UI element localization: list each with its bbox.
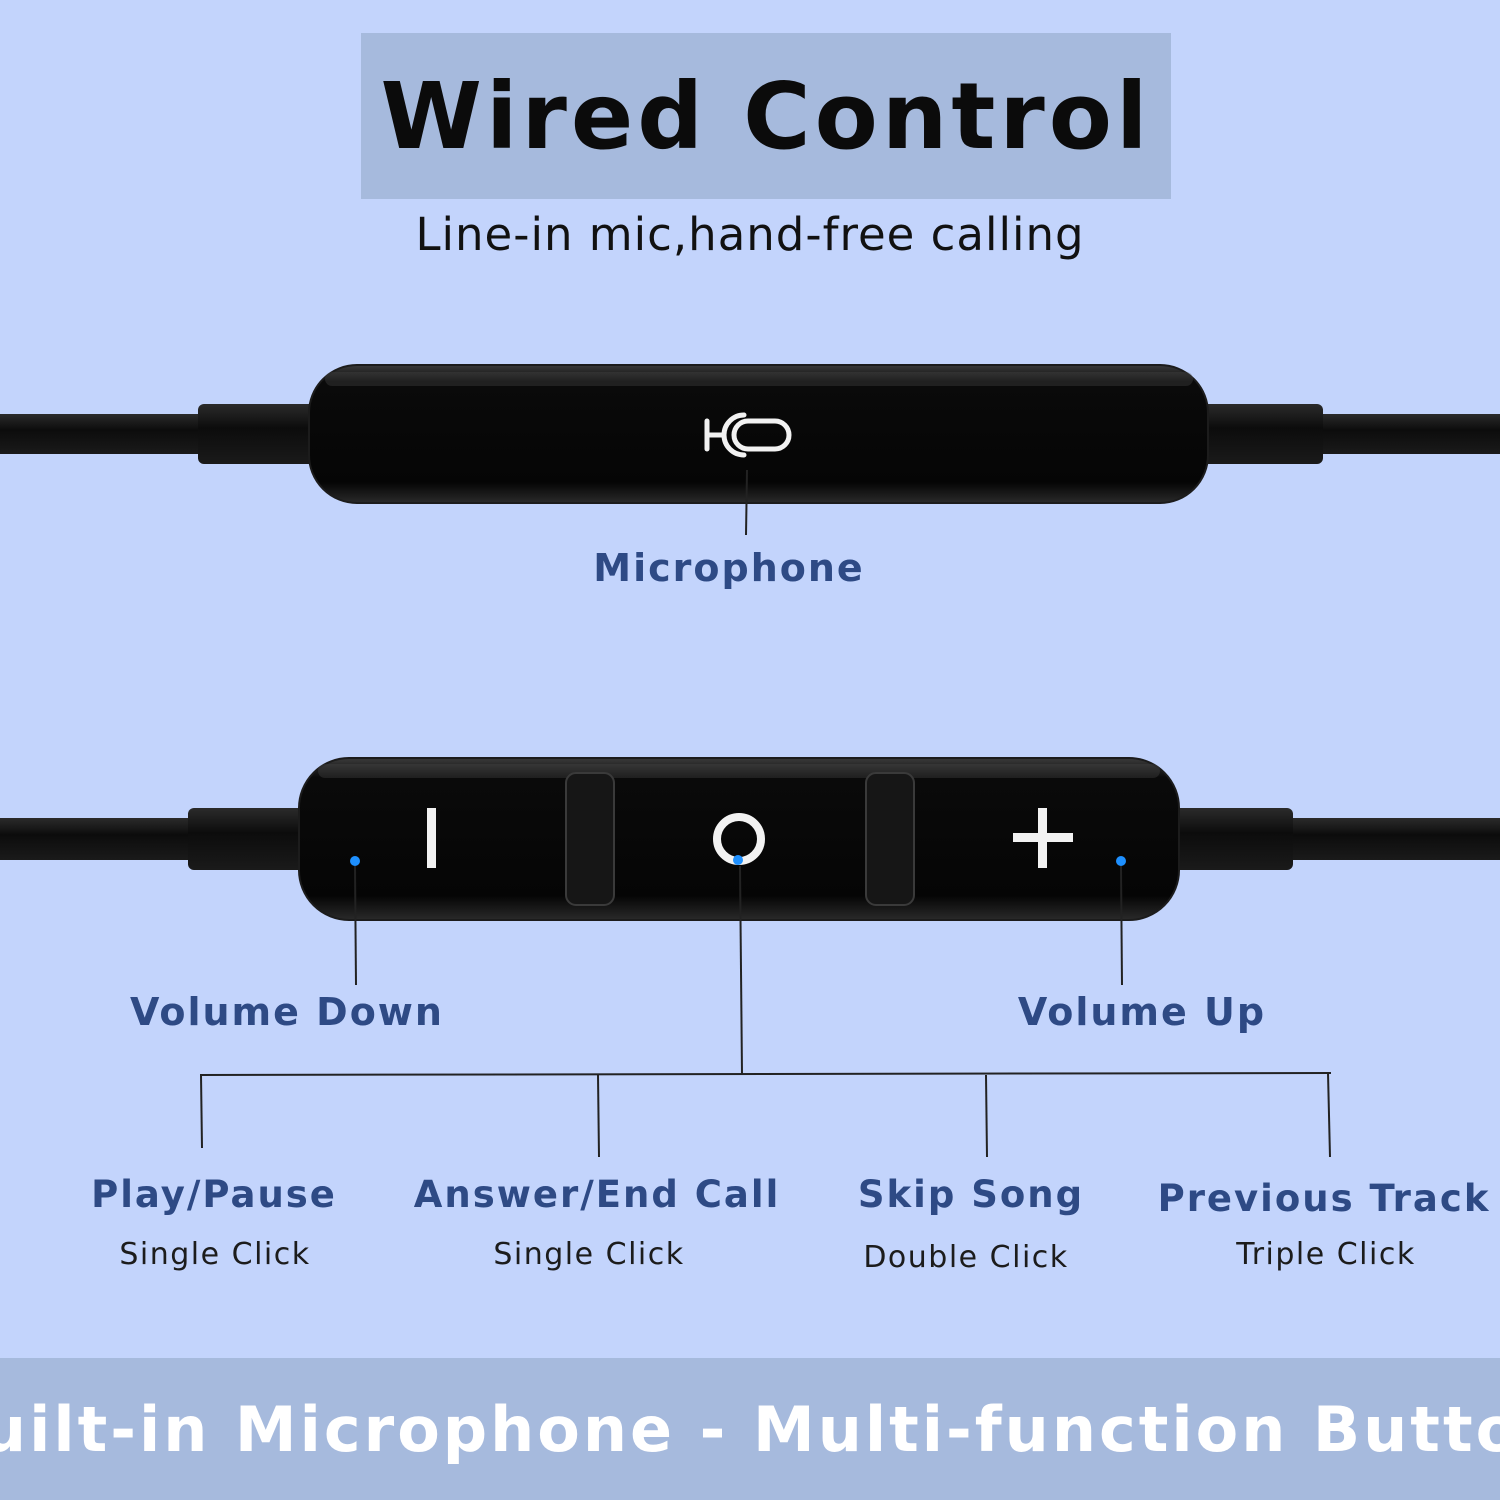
microphone-label: Microphone <box>593 546 865 590</box>
page-title: Wired Control <box>380 62 1152 170</box>
footer-text: Built-in Microphone - Multi-function But… <box>0 1392 1500 1466</box>
top-cable-collar-left <box>198 404 318 464</box>
function-name-answer-end-call: Answer/End Call <box>413 1173 781 1216</box>
top-remote <box>0 364 1500 536</box>
title-banner: Wired Control <box>361 33 1171 199</box>
volume-down-indicator-dot <box>350 856 360 866</box>
button-divider-right <box>865 772 915 906</box>
volume-up-button[interactable] <box>1013 808 1073 868</box>
volume-down-label: Volume Down <box>130 990 444 1034</box>
button-divider-left <box>565 772 615 906</box>
function-action-play-pause: Single Click <box>119 1237 311 1272</box>
function-action-skip-song: Double Click <box>863 1240 1069 1275</box>
function-action-answer-end-call: Single Click <box>493 1237 685 1272</box>
top-remote-body <box>308 364 1209 504</box>
bottom-cable-collar-right <box>1168 808 1293 870</box>
microphone-icon <box>704 412 792 458</box>
multifunction-indicator-dot <box>733 855 743 865</box>
volume-up-indicator-dot <box>1116 856 1126 866</box>
function-name-skip-song: Skip Song <box>857 1173 1085 1216</box>
bottom-cable-left <box>0 818 200 860</box>
top-cable-left <box>0 414 205 454</box>
page-subtitle: Line-in mic,hand-free calling <box>415 208 1085 261</box>
bottom-cable-right <box>1285 818 1500 860</box>
bottom-remote-body <box>298 757 1180 921</box>
volume-up-label: Volume Up <box>1017 990 1267 1034</box>
bottom-remote <box>0 757 1500 921</box>
function-name-play-pause: Play/Pause <box>91 1173 337 1216</box>
footer-banner: Built-in Microphone - Multi-function But… <box>0 1358 1500 1500</box>
top-cable-collar-right <box>1195 404 1323 464</box>
function-name-previous-track: Previous Track <box>1157 1177 1491 1220</box>
function-action-previous-track: Triple Click <box>1236 1237 1416 1272</box>
top-cable-right <box>1300 414 1500 454</box>
volume-down-button[interactable] <box>427 808 436 868</box>
microphone-pointer-line <box>745 469 748 536</box>
bottom-cable-collar-left <box>188 808 308 870</box>
pointer-lines <box>199 865 1332 1158</box>
